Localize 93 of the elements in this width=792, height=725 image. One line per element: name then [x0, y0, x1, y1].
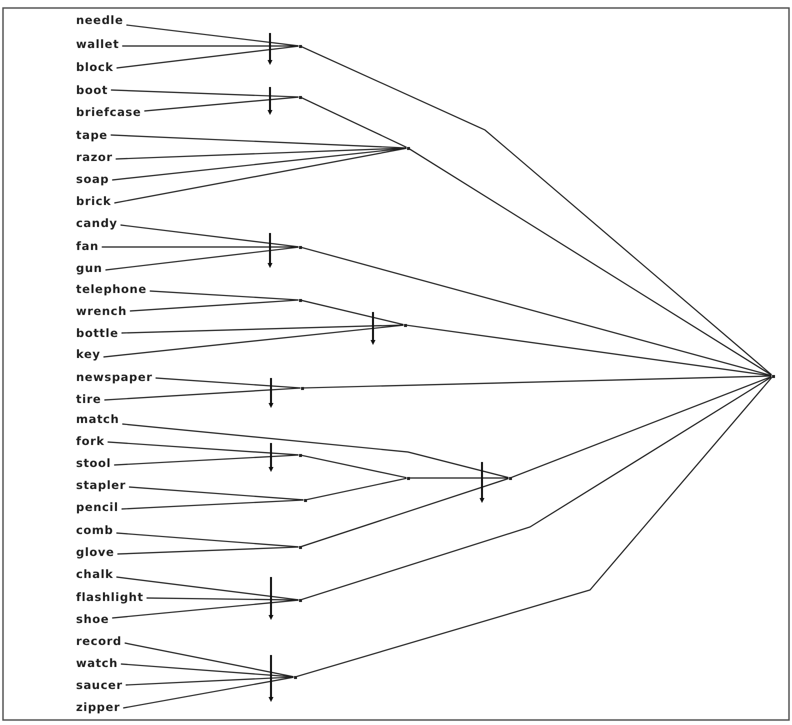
word-label: briefcase	[76, 102, 142, 122]
connector-line	[126, 676, 294, 686]
connector-line	[406, 324, 772, 376]
connector-line	[301, 376, 772, 600]
junction-point	[404, 324, 406, 326]
connector-line	[144, 96, 299, 112]
connector-line	[301, 246, 772, 376]
connector-line	[114, 148, 407, 204]
word-label: tire	[76, 389, 102, 409]
word-label: newspaper	[76, 367, 153, 387]
word-label: record	[76, 631, 122, 651]
word-label: match	[76, 409, 120, 429]
connector-line	[130, 299, 299, 312]
connector-line	[110, 89, 299, 98]
connector-line	[102, 246, 298, 248]
connector-line	[301, 300, 404, 326]
word-label: zipper	[76, 697, 120, 717]
connector-line	[117, 546, 299, 555]
connector-line	[116, 532, 299, 548]
word-label: needle	[76, 10, 124, 30]
connector-line	[116, 147, 407, 160]
connector-line	[301, 478, 509, 548]
word-label: bottle	[76, 323, 118, 343]
connector-line	[301, 454, 407, 478]
junction-point	[508, 476, 512, 480]
connector-line	[511, 376, 772, 478]
connector-line	[108, 441, 299, 456]
connector-line	[303, 375, 772, 389]
junction-point	[406, 476, 410, 480]
word-label: fan	[76, 236, 99, 256]
word-label: razor	[76, 147, 113, 167]
word-label: soap	[76, 169, 110, 189]
connector-line	[122, 423, 509, 478]
word-label: brick	[76, 191, 112, 211]
connector-line	[128, 486, 304, 500]
connector-line	[296, 377, 772, 678]
connector-line	[122, 499, 304, 510]
connector-line	[121, 324, 404, 334]
connector-line	[112, 148, 407, 181]
connector-line	[150, 290, 299, 301]
junction-point	[298, 298, 302, 302]
word-label: saucer	[76, 675, 123, 695]
junction-point	[298, 546, 302, 548]
connector-line	[123, 676, 294, 709]
connector-line	[103, 324, 404, 358]
word-label: pencil	[76, 497, 119, 517]
word-label: glove	[76, 542, 114, 562]
connector-line	[122, 45, 298, 47]
junction-point	[406, 146, 410, 150]
junction-point	[294, 676, 296, 678]
connector-line	[120, 663, 294, 678]
word-label: candy	[76, 213, 118, 233]
word-label: shoe	[76, 609, 110, 629]
word-label: wallet	[76, 34, 120, 54]
connector-line	[410, 477, 508, 479]
junction-point	[298, 598, 302, 602]
word-label: block	[76, 57, 114, 77]
connector-line	[409, 148, 772, 376]
word-label: fork	[76, 431, 105, 451]
connector-line	[120, 224, 299, 248]
junction-point	[298, 44, 302, 48]
junction-point	[300, 386, 304, 390]
connector-line	[301, 97, 407, 148]
word-label: flashlight	[76, 587, 144, 607]
junction-point	[298, 454, 302, 456]
connector-line	[126, 24, 299, 46]
connector-line	[116, 576, 299, 600]
word-label: boot	[76, 80, 108, 100]
word-label: tape	[76, 125, 108, 145]
word-label: telephone	[76, 279, 147, 299]
word-label: wrench	[76, 301, 127, 321]
junction-point	[304, 498, 306, 502]
word-label: comb	[76, 520, 114, 540]
word-label: stapler	[76, 475, 126, 495]
word-label: watch	[76, 653, 118, 673]
connector-line	[114, 454, 299, 466]
word-label: gun	[76, 258, 102, 278]
connector-line	[104, 387, 301, 401]
junction-point	[298, 246, 302, 248]
connector-line	[146, 597, 298, 601]
junction-point	[772, 374, 774, 378]
connector-line	[112, 600, 299, 619]
junction-point	[298, 96, 302, 98]
connector-line	[124, 642, 294, 678]
connector-line	[301, 46, 772, 376]
connector-line	[306, 478, 407, 500]
word-label: chalk	[76, 564, 114, 584]
connector-line	[156, 377, 301, 389]
word-label: key	[76, 344, 100, 364]
connector-line	[105, 246, 299, 271]
connector-line	[110, 134, 407, 149]
word-label: stool	[76, 453, 112, 473]
connector-line	[116, 46, 299, 69]
